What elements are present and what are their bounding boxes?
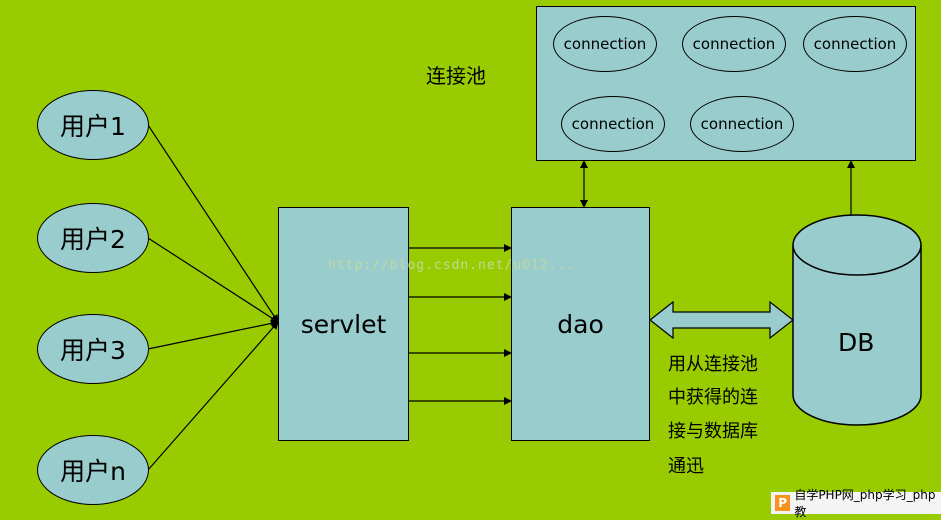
user-node: 用户2 <box>37 203 149 273</box>
note-line-3: 接与数据库 <box>668 421 758 442</box>
edge-user3-servlet <box>147 319 279 350</box>
php-logo-icon: P <box>775 495 791 511</box>
connection-node: connection <box>553 16 657 72</box>
pool-title: 连接池 <box>426 64 486 88</box>
servlet-box: servlet <box>278 207 409 441</box>
note-line-1: 用从连接池 <box>668 354 758 375</box>
user-node: 用户3 <box>37 314 149 384</box>
edge-user2-servlet <box>147 237 279 323</box>
logo-text: 自学PHP网_php学习_php教 <box>794 488 936 519</box>
dao-box: dao <box>511 207 650 441</box>
site-logo: P 自学PHP网_php学习_php教 <box>771 488 941 519</box>
db-label: DB <box>838 328 875 357</box>
connection-node: connection <box>561 96 665 152</box>
note-line-4: 通迅 <box>668 456 704 477</box>
watermark: http://blog.csdn.net/u012... <box>328 258 576 273</box>
dao-db-double-arrow <box>649 300 794 340</box>
user-node: 用户n <box>37 435 149 505</box>
edge-usern-servlet <box>147 321 279 471</box>
connection-node: connection <box>803 16 907 72</box>
connection-node: connection <box>690 96 794 152</box>
connection-node: connection <box>682 16 786 72</box>
user-node: 用户1 <box>37 90 149 160</box>
note-line-2: 中获得的连 <box>668 387 758 408</box>
db-cylinder <box>792 214 922 426</box>
edge-user1-servlet <box>147 124 279 323</box>
